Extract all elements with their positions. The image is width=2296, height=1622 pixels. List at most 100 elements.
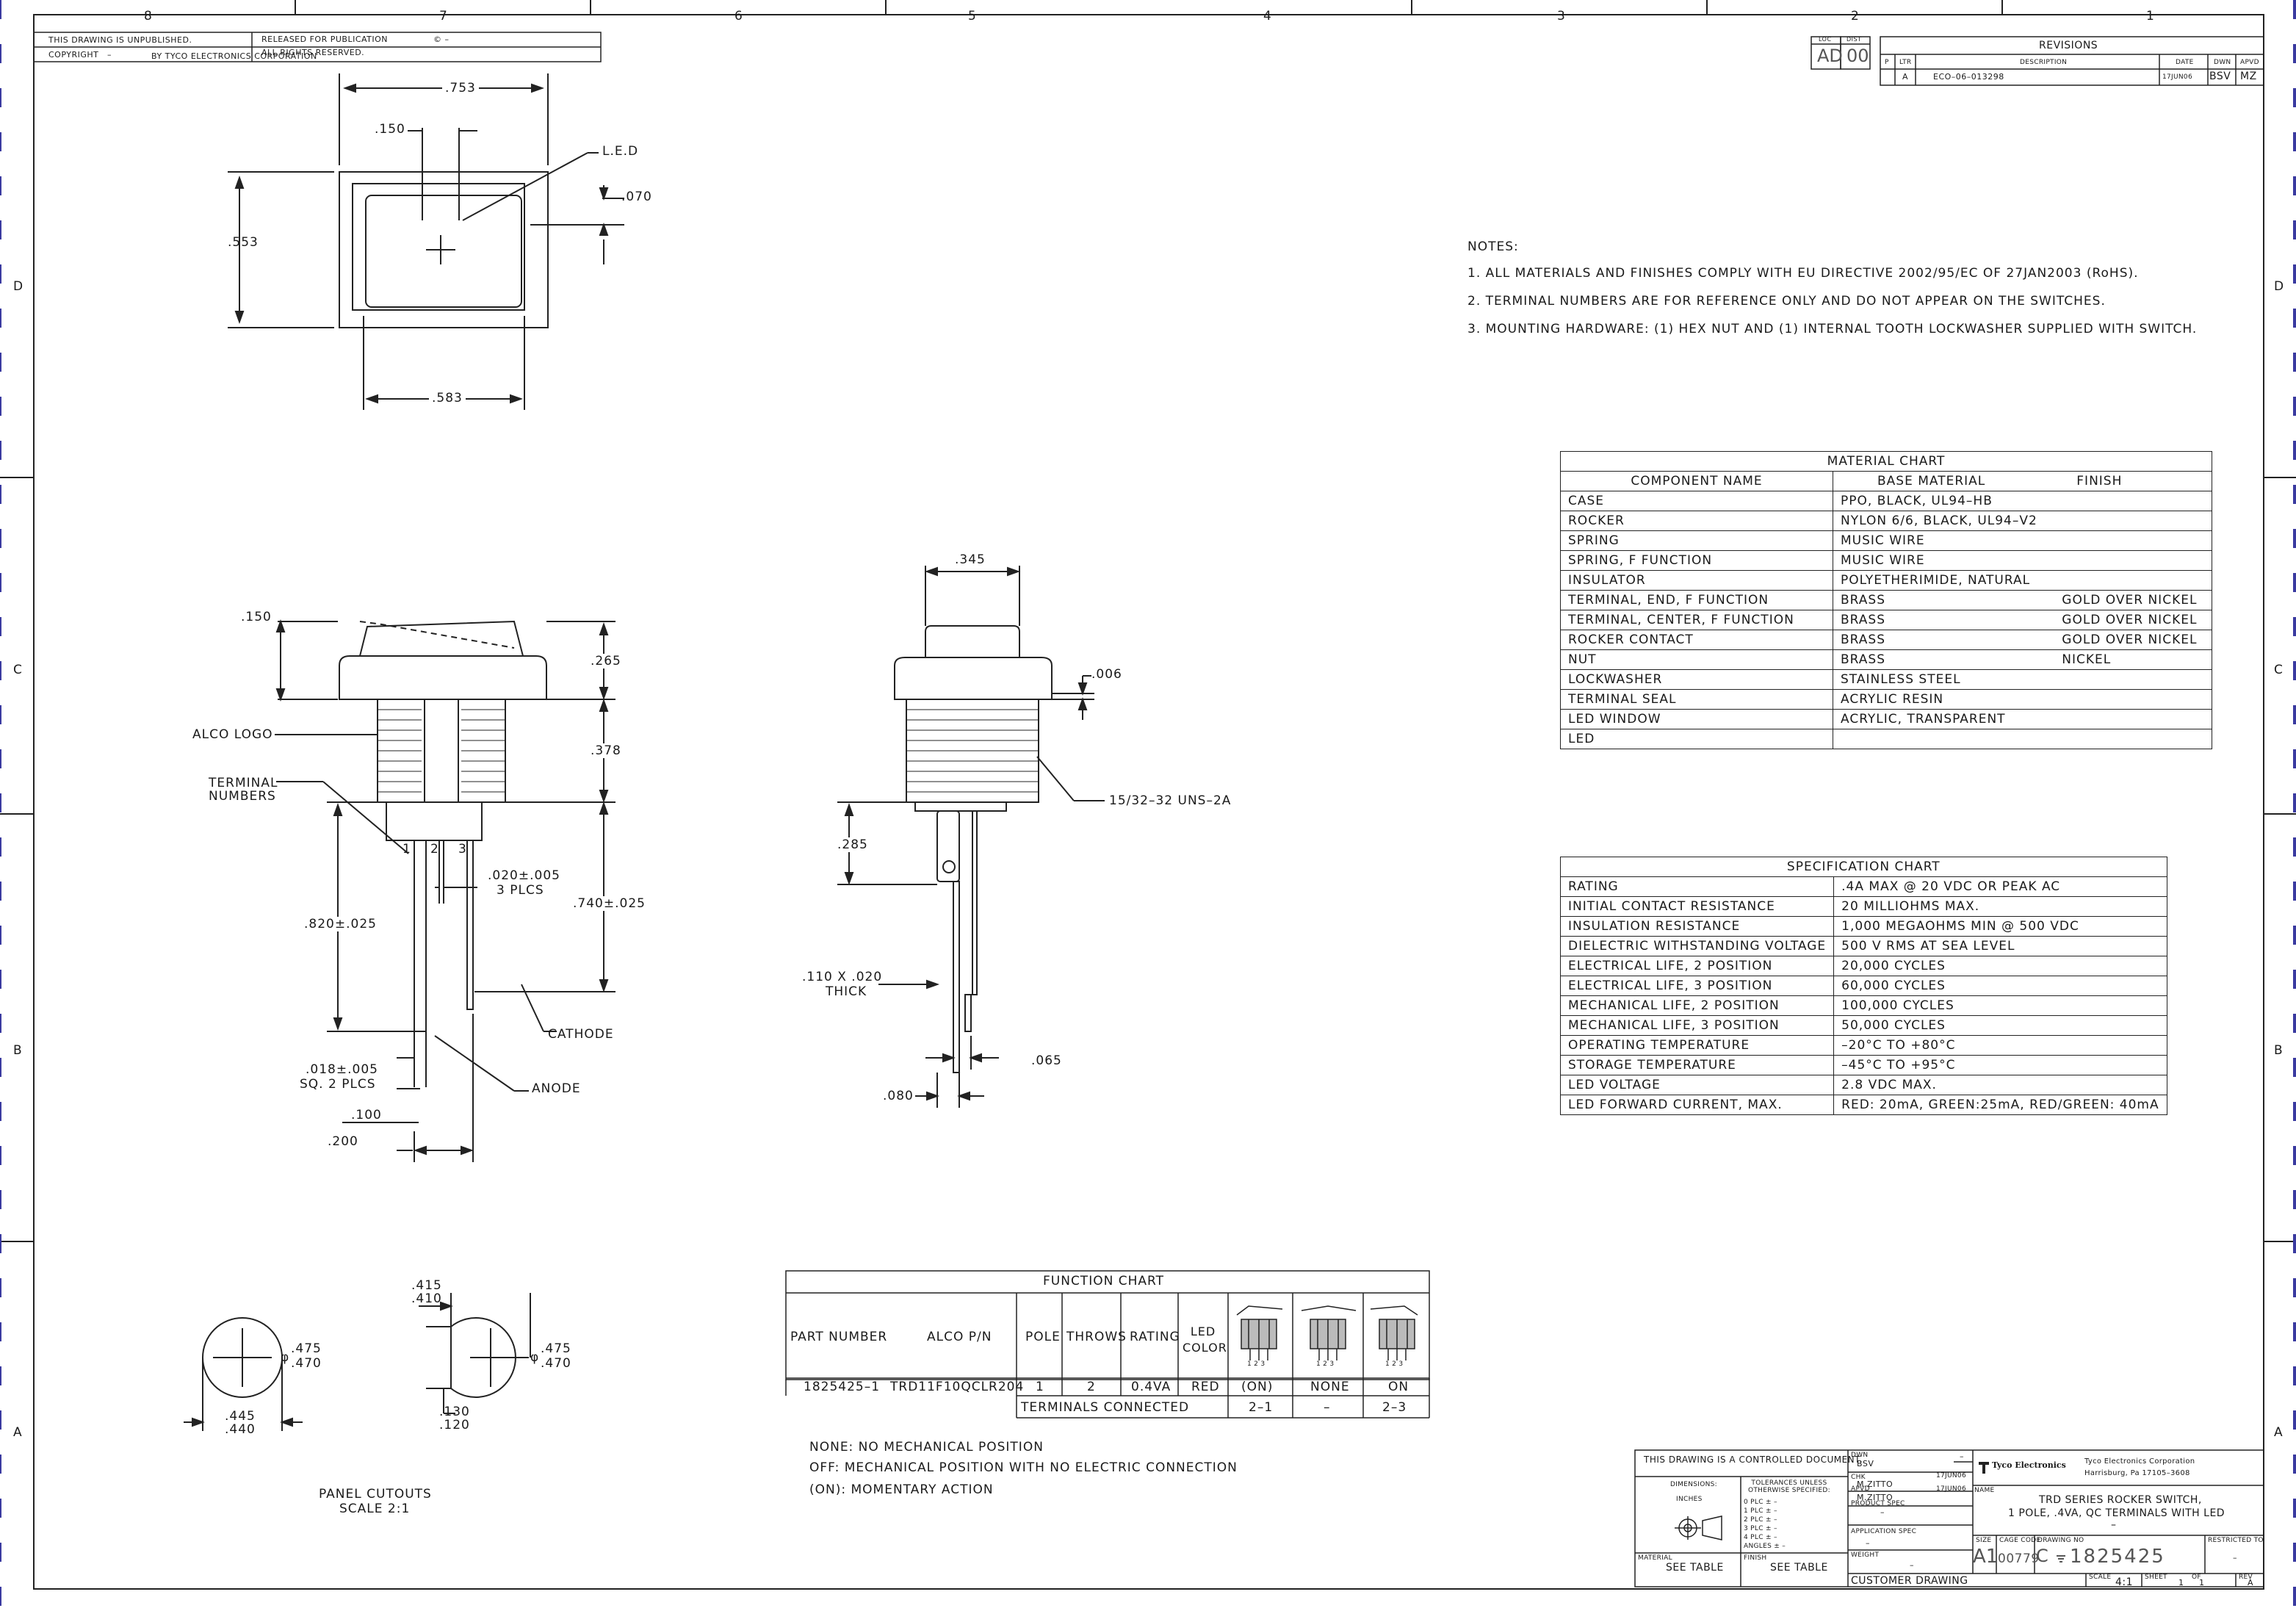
zone-label-6: 6 xyxy=(734,9,743,24)
material-base: ACRYLIC RESIN xyxy=(1833,689,2055,710)
function-header-part-number: PART NUMBER xyxy=(790,1330,888,1344)
zone-label-3: 3 xyxy=(1557,9,1566,24)
material-base: BRASS xyxy=(1833,649,2055,670)
material-finish xyxy=(2054,511,2213,531)
revisions-dist-label: DIST xyxy=(1846,36,1862,43)
material-finish: GOLD OVER NICKEL xyxy=(2054,610,2213,630)
panel-cutouts-scale: SCALE 2:1 xyxy=(339,1502,411,1516)
cutout2-dim-470: .470 xyxy=(541,1356,571,1371)
cutout1-diameter-sym: φ xyxy=(281,1350,290,1365)
cutout2-dim-410: .410 xyxy=(411,1291,442,1306)
dim-end-110: .110 X .020 xyxy=(802,970,883,984)
revisions-header-p: P xyxy=(1885,59,1889,66)
zone-label-c-left: C xyxy=(13,663,23,677)
function-pin-numbers-3: 1 2 3 xyxy=(1385,1360,1404,1368)
material-component: SPRING, F FUNCTION xyxy=(1560,550,1833,571)
material-base: BRASS xyxy=(1833,590,2055,610)
spec-value: 60,000 CYCLES xyxy=(1833,976,2167,996)
dim-end-110-thick: THICK xyxy=(826,984,867,999)
material-component: TERMINAL SEAL xyxy=(1560,689,1833,710)
material-finish xyxy=(2054,689,2213,710)
zone-label-8: 8 xyxy=(144,9,153,24)
spec-parameter: INSULATION RESISTANCE xyxy=(1559,916,1835,937)
spec-parameter: OPERATING TEMPERATURE xyxy=(1559,1035,1835,1056)
zone-label-a-left: A xyxy=(13,1425,23,1440)
zone-label-d-left: D xyxy=(13,279,24,294)
spec-value: .4A MAX @ 20 VDC OR PEAK AC xyxy=(1833,876,2167,897)
spec-value: 20 MILLIOHMS MAX. xyxy=(1833,896,2167,917)
function-row-rating: 0.4VA xyxy=(1131,1380,1172,1394)
tb-cage-label: CAGE CODE xyxy=(1999,1537,2041,1544)
tb-chk-date: 17JUN06 xyxy=(1936,1472,1966,1479)
tb-size-value: A1 xyxy=(1973,1546,1999,1568)
alco-logo-label: ALCO LOGO xyxy=(192,727,273,742)
function-terminals-label: TERMINALS CONNECTED xyxy=(1021,1400,1190,1415)
material-finish xyxy=(2054,669,2213,690)
function-pin-numbers-1: 1 2 3 xyxy=(1247,1360,1266,1368)
material-component: SPRING xyxy=(1560,530,1833,551)
function-header-throws: THROWS xyxy=(1066,1330,1127,1344)
dim-end-006: .006 xyxy=(1091,667,1122,682)
zone-label-c-right: C xyxy=(2274,663,2284,677)
function-row-pole: 1 xyxy=(1036,1380,1044,1394)
function-pin-numbers-2: 1 2 3 xyxy=(1316,1360,1335,1368)
material-base: NYLON 6/6, BLACK, UL94–V2 xyxy=(1833,511,2055,531)
revisions-loc-label: LOC xyxy=(1819,36,1832,43)
spec-value: –20°C TO +80°C xyxy=(1833,1035,2167,1056)
tb-controlled-document: THIS DRAWING IS A CONTROLLED DOCUMENT. xyxy=(1644,1455,1863,1465)
tb-customer-drawing: CUSTOMER DRAWING xyxy=(1851,1575,1968,1587)
panel-cutouts-caption: PANEL CUTOUTS xyxy=(319,1487,432,1502)
legend-none: NONE: NO MECHANICAL POSITION xyxy=(809,1440,1044,1455)
material-base: MUSIC WIRE xyxy=(1833,550,2055,571)
tb-dwn-name: BSV xyxy=(1857,1459,1874,1468)
material-header-base: BASE MATERIAL xyxy=(1833,471,2055,491)
material-base: MUSIC WIRE xyxy=(1833,530,2055,551)
revisions-header-dwn: DWN xyxy=(2214,59,2231,66)
tb-tol-3: 3 PLC ± – xyxy=(1744,1525,1777,1532)
tb-title-line-1: TRD SERIES ROCKER SWITCH, xyxy=(2039,1494,2202,1506)
function-row-alco-pn: TRD11F10QCLR204 xyxy=(890,1380,1025,1394)
material-component: TERMINAL, END, F FUNCTION xyxy=(1560,590,1833,610)
material-component: INSULATOR xyxy=(1560,570,1833,591)
cutout2-dim-130: .130 xyxy=(439,1405,470,1419)
tb-dwn-dash: – xyxy=(1960,1452,1964,1461)
tb-application-spec: APPLICATION SPEC xyxy=(1851,1528,1917,1535)
tb-apvd-name: M.ZITTO xyxy=(1857,1493,1894,1502)
function-terminals-1: 2–1 xyxy=(1249,1400,1274,1415)
spec-value: –45°C TO +95°C xyxy=(1833,1055,2167,1075)
zone-label-a-right: A xyxy=(2274,1425,2284,1440)
dim-end-285: .285 xyxy=(837,837,868,852)
tb-name-label: NAME xyxy=(1974,1487,1995,1494)
spec-row: RATING.4A MAX @ 20 VDC OR PEAK AC xyxy=(1559,876,2167,897)
tb-sheet-value: 1 xyxy=(2178,1578,2184,1587)
material-row: LED xyxy=(1560,729,2213,749)
header-copyright: COPYRIGHT xyxy=(48,50,99,60)
spec-parameter: LED VOLTAGE xyxy=(1559,1075,1835,1095)
tb-title-line-3: – xyxy=(2111,1519,2117,1531)
function-terminals-3: 2–3 xyxy=(1382,1400,1407,1415)
header-released: RELEASED FOR PUBLICATION xyxy=(261,35,389,44)
material-base xyxy=(1833,729,2055,749)
tb-product-spec: PRODUCT SPEC xyxy=(1851,1500,1905,1507)
tb-company-address: Harrisburg, Pa 17105–3608 xyxy=(2084,1469,2190,1477)
zone-label-2: 2 xyxy=(1851,9,1860,24)
anode-label: ANODE xyxy=(532,1081,581,1096)
tb-chk-label: CHK xyxy=(1851,1474,1866,1481)
dim-side-018-plcs: SQ. 2 PLCS xyxy=(300,1077,376,1092)
dim-top-583: .583 xyxy=(429,391,466,406)
revisions-header-ltr: LTR xyxy=(1899,59,1912,66)
function-row-position-3: ON xyxy=(1388,1380,1409,1394)
zone-label-d-right: D xyxy=(2274,279,2285,294)
specification-chart: SPECIFICATION CHART RATING.4A MAX @ 20 V… xyxy=(1559,857,2167,1115)
tb-of-value: 1 xyxy=(2199,1578,2205,1587)
title-block-grid xyxy=(1634,1449,2264,1587)
